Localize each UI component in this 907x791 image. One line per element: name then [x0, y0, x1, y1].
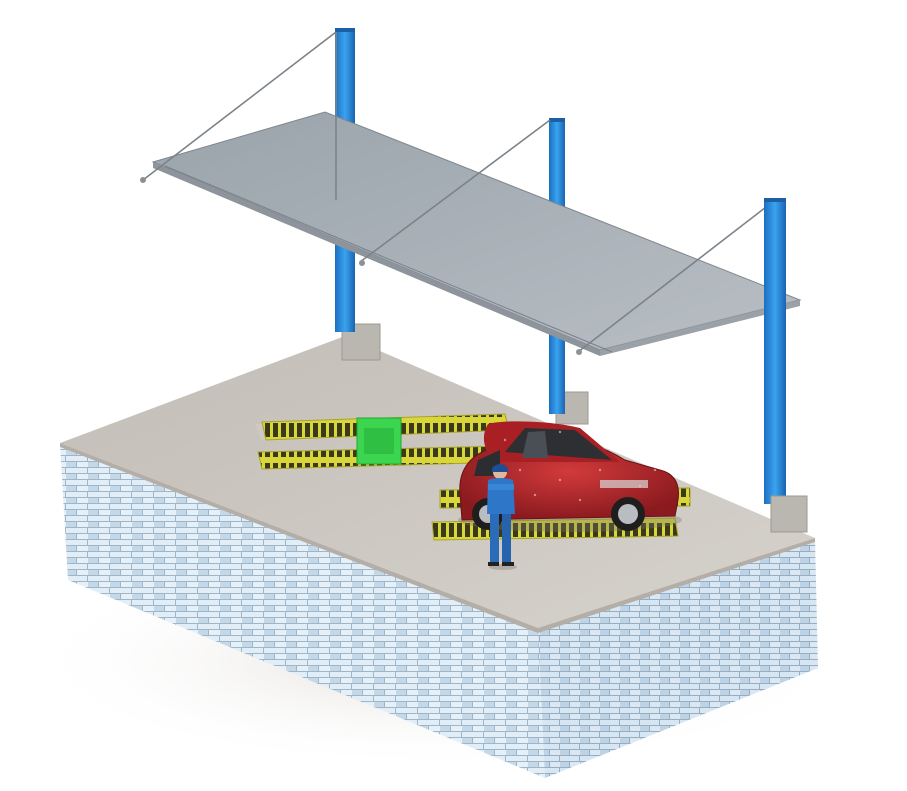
cable-anchor-1: [140, 177, 146, 183]
cable-anchor-3: [576, 349, 582, 355]
person-leg-left: [490, 514, 499, 564]
person-leg-right: [502, 514, 511, 564]
red-hatchback-car: [458, 421, 682, 532]
cable-anchor-2: [359, 260, 365, 266]
concrete-slab: [60, 336, 815, 628]
standing-person: [487, 464, 517, 570]
canopy-roof: [151, 111, 802, 356]
pillar-front: [764, 198, 786, 504]
lift-grates-left: [255, 413, 511, 470]
brick-wall-left: [60, 443, 545, 778]
pillar-base-front: [770, 495, 808, 533]
tension-cables: [142, 31, 771, 353]
brick-wall-right: [538, 538, 818, 778]
